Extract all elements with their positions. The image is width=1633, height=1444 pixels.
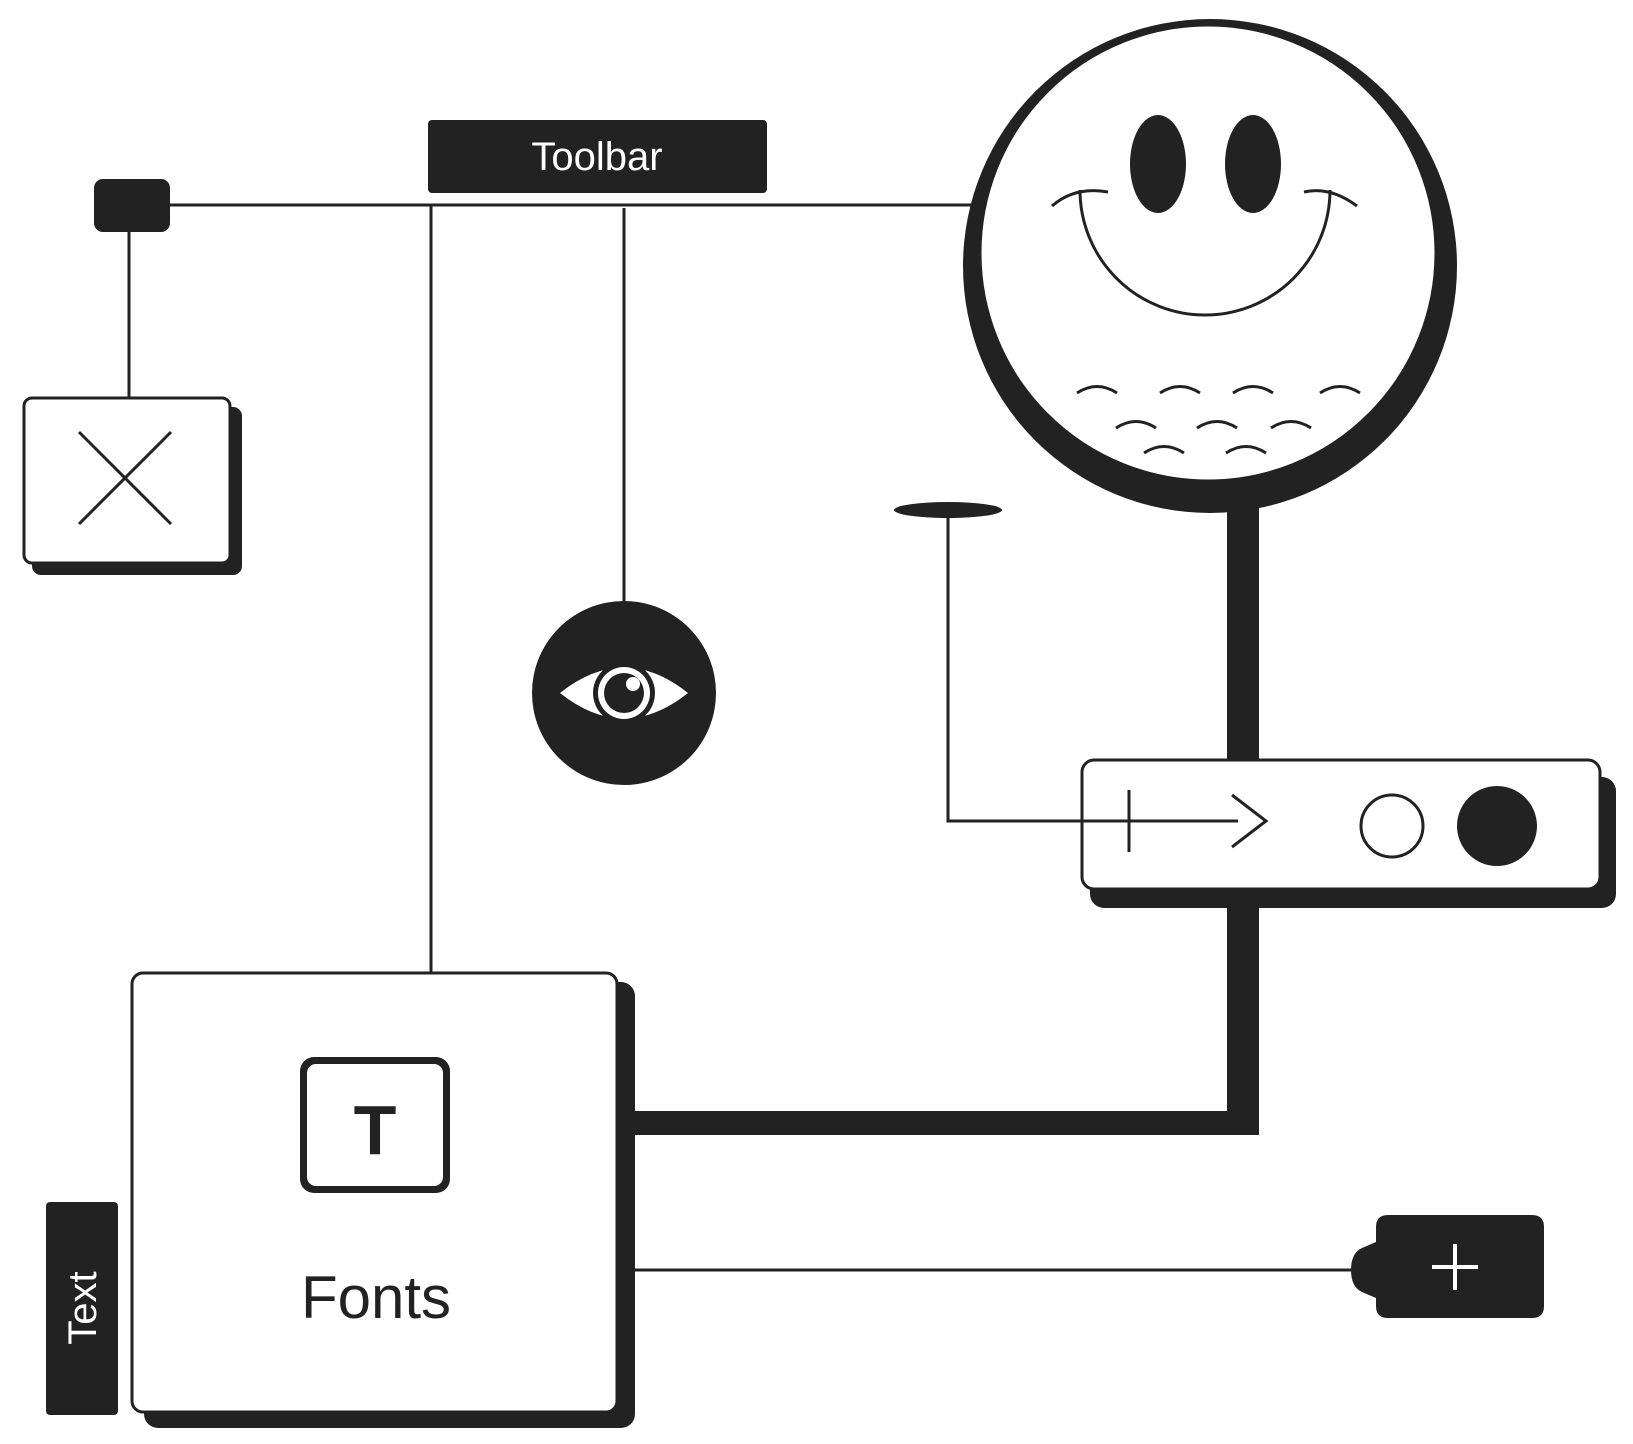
text-tab[interactable]: Text (46, 1202, 118, 1415)
thick-connectors (630, 485, 1259, 1135)
toolbar-label-bg (428, 120, 767, 193)
smiley-right-eye (1225, 115, 1281, 213)
slider-handle[interactable] (894, 502, 1002, 518)
add-button[interactable] (1351, 1215, 1544, 1318)
plus-icon[interactable] (1432, 1244, 1478, 1290)
smiley-beard-marks (1076, 385, 1361, 455)
toolbar-label: Toolbar (531, 135, 662, 179)
smiley-face (978, 23, 1438, 483)
eye-button[interactable] (532, 601, 716, 785)
eye-icon[interactable] (560, 662, 688, 724)
text-type-icon-glyph: T (354, 1091, 397, 1169)
controls-panel (1080, 758, 1616, 908)
radio-selected-icon[interactable] (1457, 786, 1537, 866)
fonts-label: Fonts (301, 1264, 451, 1331)
thick-connector-controls-to-fonts (630, 905, 1259, 1135)
toolbar-label-box: Toolbar (428, 120, 767, 193)
controls-panel-frame (1080, 758, 1602, 891)
smiley-left-cheek (1051, 189, 1109, 208)
connector-lines (127, 203, 1362, 1272)
text-type-icon[interactable]: T (300, 1057, 450, 1193)
drag-handle[interactable] (94, 179, 170, 232)
smiley-right-cheek (1303, 189, 1358, 208)
fonts-card[interactable]: T Fonts (130, 971, 635, 1428)
arrow-right-icon[interactable] (1127, 790, 1269, 852)
close-window[interactable] (22, 396, 242, 575)
text-tab-label: Text (61, 1271, 105, 1344)
text-tab-bg (46, 1202, 118, 1415)
radio-unselected-icon[interactable] (1359, 793, 1425, 859)
thick-connector-smiley-to-controls (1227, 485, 1259, 760)
smiley-left-eye (1130, 115, 1186, 213)
smiley-face-icon (963, 19, 1457, 513)
smiley-mouth (1078, 189, 1332, 317)
close-icon[interactable] (77, 430, 173, 526)
